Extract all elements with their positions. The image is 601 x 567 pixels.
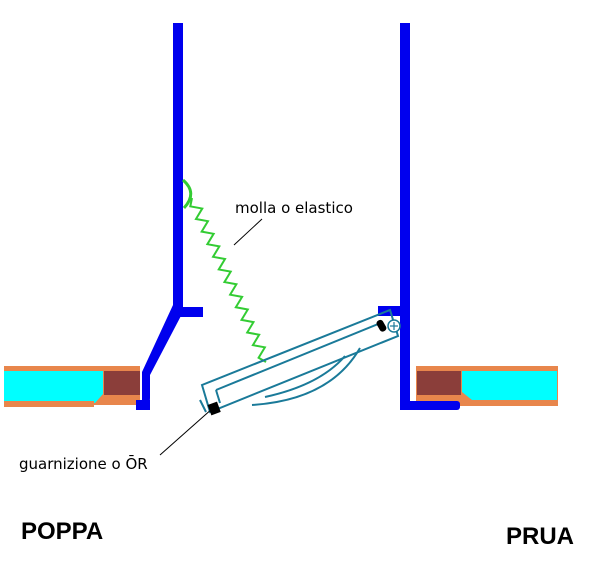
flap-plate-inner-top [215, 321, 384, 391]
bow-label: PRUA [506, 523, 574, 550]
spring-coil [189, 197, 267, 363]
gasket-leader-line [159, 407, 214, 456]
right-hull-core [417, 371, 461, 395]
flap-curved-seal-outer [251, 347, 361, 406]
hinge-pin-icon [387, 319, 401, 333]
left-hull-bottom-strip [4, 401, 94, 407]
right-hull-section [416, 366, 558, 406]
right-wall [378, 23, 460, 410]
spring-anchor-arc [181, 178, 193, 210]
right-hull-water [462, 371, 557, 400]
right-wall-vertical [400, 23, 410, 410]
right-wall-foot [400, 401, 460, 410]
flap-hinge-block [199, 399, 207, 413]
spring-label: molla o elastico [235, 199, 353, 217]
valve-flap [199, 308, 400, 414]
left-wall-diagonal [136, 305, 183, 410]
left-wall-vertical [173, 23, 183, 313]
left-hull-section [4, 366, 140, 407]
left-hull-water [4, 371, 103, 403]
left-wall-foot [136, 400, 150, 410]
flap-plate-outer [200, 308, 400, 414]
gasket-right [376, 319, 387, 332]
right-wall-stub [378, 306, 408, 316]
stern-label: POPPA [21, 518, 103, 545]
gasket-label: guarnizione o ŌR [19, 454, 148, 473]
left-wall-stub [173, 307, 203, 317]
flap-plate-inner-left [215, 389, 221, 404]
left-wall [136, 23, 203, 410]
spring-leader-line [233, 218, 263, 246]
gasket-left [207, 401, 221, 416]
left-hull-core [104, 371, 140, 395]
flap-curved-seal-inner [264, 355, 346, 398]
